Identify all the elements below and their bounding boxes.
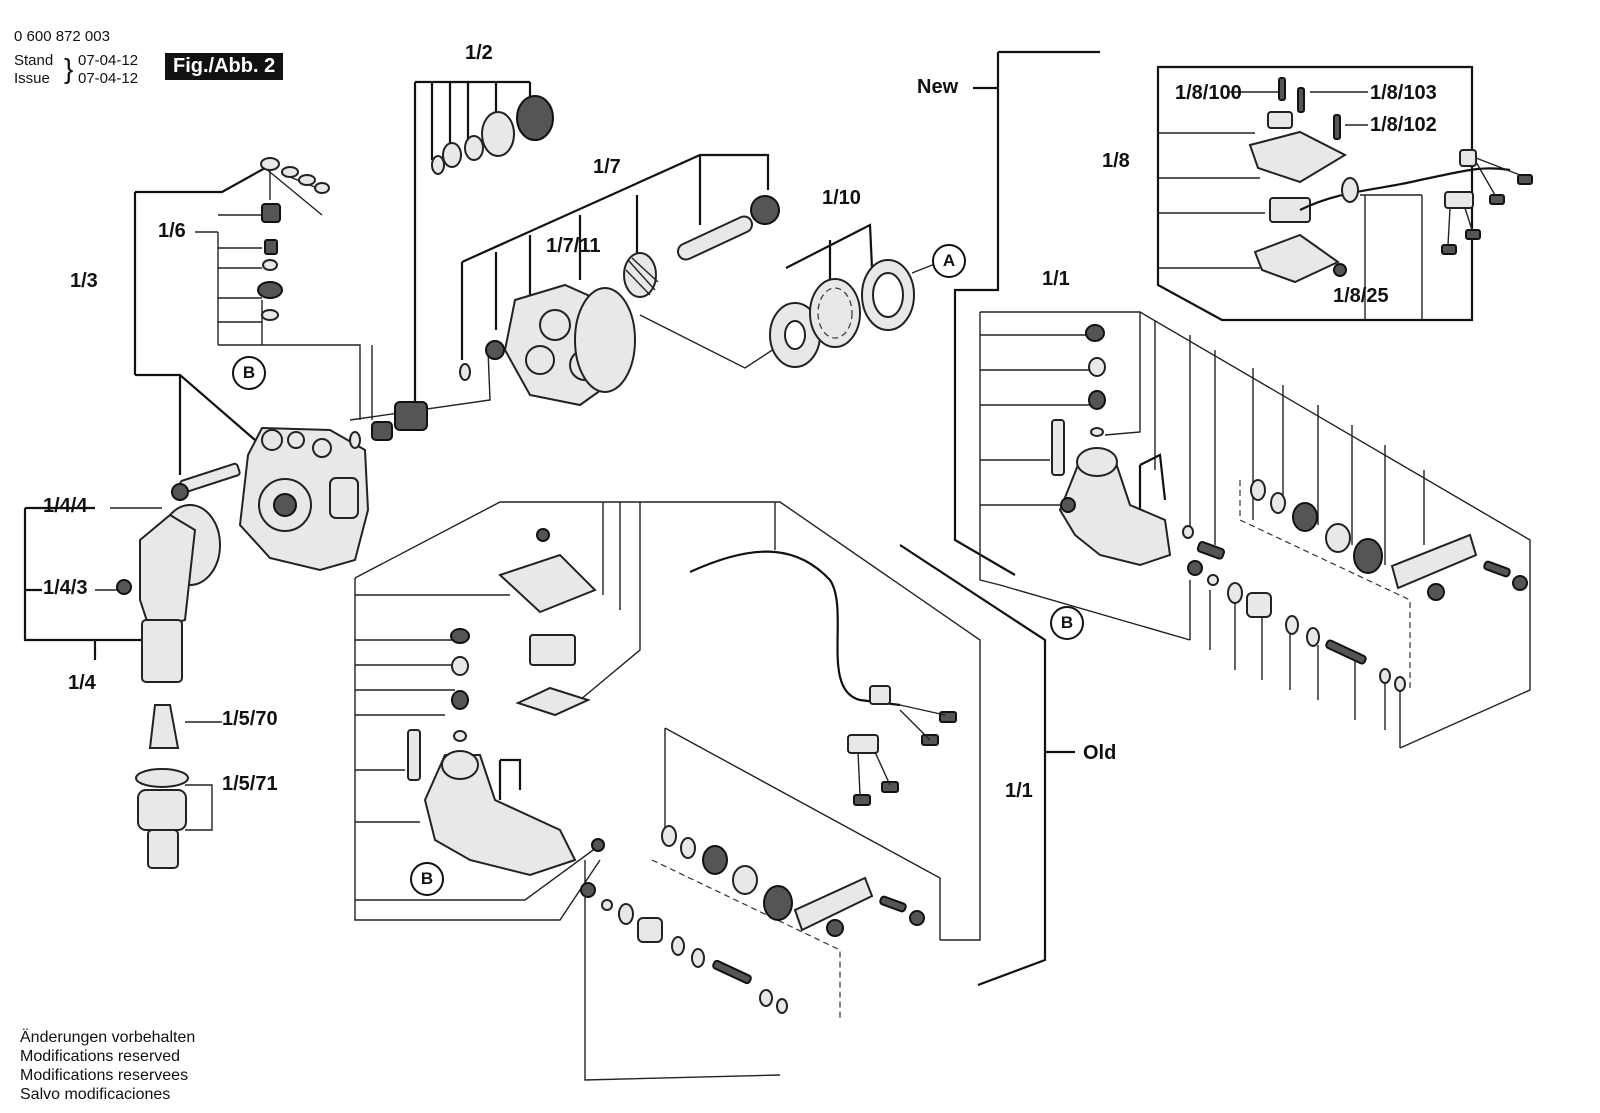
old-valve-parts: [580, 825, 925, 1014]
label-1-8-103: 1/8/103: [1370, 82, 1437, 104]
new-old-brackets: [899, 50, 1100, 987]
housing-bolt: [171, 462, 241, 501]
figure-badge: Fig./Abb. 2: [165, 53, 284, 80]
label-1-6: 1/6: [158, 220, 186, 242]
new-switch-kit: [1248, 77, 1533, 284]
inlet-nozzle: [135, 704, 189, 869]
label-1-1-old: 1/1: [1005, 780, 1033, 802]
footer-notes: Änderungen vorbehalten Modifications res…: [20, 1028, 195, 1104]
pump-housing: [238, 426, 370, 572]
leader-lines-left: [23, 80, 941, 831]
label-1-5-71: 1/5/71: [222, 773, 278, 795]
label-1-7-11: 1/7/11: [546, 235, 601, 257]
stand-date: 07-04-12: [78, 52, 139, 69]
label-1-8-102: 1/8/102: [1370, 114, 1437, 136]
seal-set-1-2: [349, 95, 554, 449]
cylinder-block: [459, 195, 781, 407]
label-1-7: 1/7: [593, 156, 621, 178]
footer-line-english: Modifications reserved: [20, 1048, 181, 1065]
footer-line-german: Änderungen vorbehalten: [20, 1029, 196, 1046]
label-1-8-100: 1/8/100: [1175, 82, 1242, 104]
old-pressure-switch: [407, 528, 605, 877]
footer-line-french: Modifications reservees: [20, 1067, 189, 1084]
new-switch-kit-frame: [1156, 65, 1474, 322]
thrust-bearing: [769, 259, 915, 368]
label-1-4-4: 1/4/4: [43, 495, 88, 517]
document-number: 0 600 872 003: [14, 28, 110, 45]
brace-glyph: }: [64, 53, 74, 84]
label-old: Old: [1083, 742, 1117, 764]
label-1-5-70: 1/5/70: [222, 708, 278, 730]
issue-date: 07-04-12: [78, 70, 139, 87]
callout-a: A: [932, 244, 966, 278]
label-1-3: 1/3: [70, 270, 98, 292]
footer-line-spanish: Salvo modificaciones: [20, 1086, 171, 1103]
inlet-elbow: [116, 504, 221, 683]
label-1-8-25: 1/8/25: [1333, 285, 1389, 307]
callout-b-old: B: [410, 862, 444, 896]
label-1-8: 1/8: [1102, 150, 1130, 172]
valve-stack: [257, 157, 330, 321]
callout-b-new: B: [1050, 606, 1084, 640]
issue-label: Issue: [14, 70, 50, 87]
stand-label: Stand: [14, 52, 54, 69]
new-valve-block: [1051, 324, 1528, 692]
label-1-4: 1/4: [68, 672, 96, 694]
label-1-10: 1/10: [822, 187, 861, 209]
label-1-1-new: 1/1: [1042, 268, 1070, 290]
label-new: New: [917, 76, 959, 98]
label-1-2: 1/2: [465, 42, 493, 64]
callout-b-pump: B: [232, 356, 266, 390]
old-cable-harness: [689, 550, 957, 806]
label-1-4-3: 1/4/3: [43, 577, 88, 599]
new-assembly-frame: [979, 311, 1531, 749]
